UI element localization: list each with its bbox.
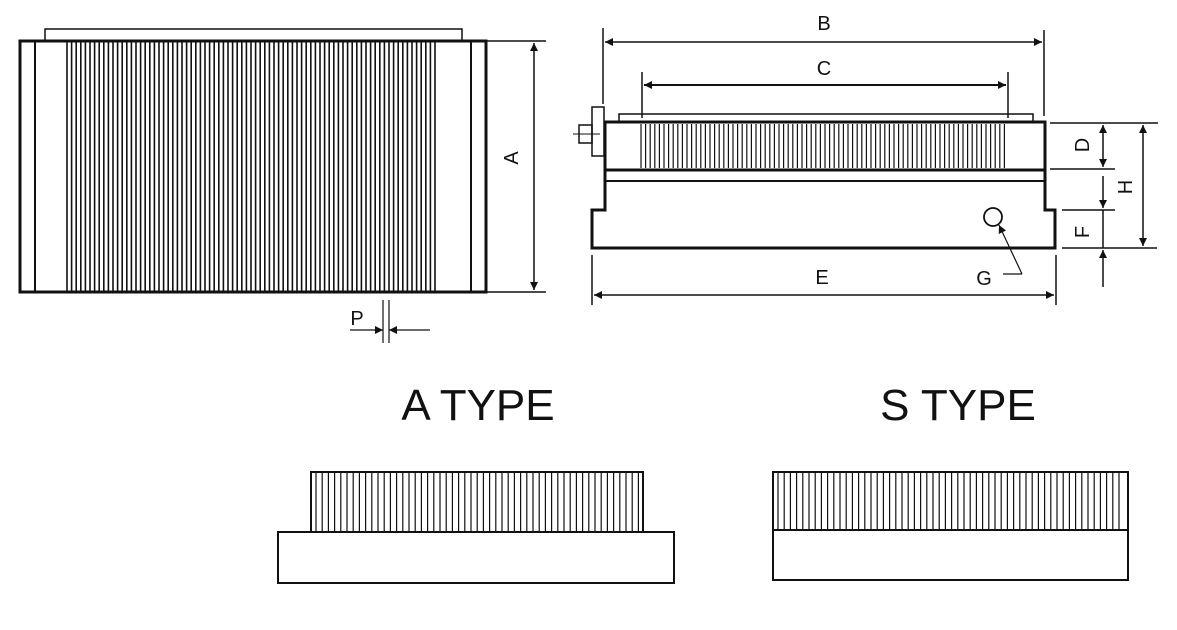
dim-g-label: G <box>976 268 992 290</box>
dim-g-leader <box>998 224 1023 275</box>
dim-f-label: F <box>1072 226 1094 238</box>
dim-d-label: D <box>1072 138 1094 152</box>
dim-b-label: B <box>817 13 830 35</box>
a-type-label: A TYPE <box>401 381 554 430</box>
dim-e-label: E <box>815 267 828 289</box>
s-type-pole-block <box>772 471 1129 531</box>
a-type-base <box>277 531 675 584</box>
a-type-hatching <box>315 473 640 531</box>
dim-c-label: C <box>817 58 831 80</box>
side-view: G B C E D H F <box>573 13 1158 305</box>
dim-p-label: P <box>350 308 363 330</box>
top-view: A P <box>18 28 546 343</box>
pole-hatching <box>66 42 436 291</box>
clamp-bolt-icon <box>591 106 605 157</box>
side-hatching <box>640 124 1006 168</box>
upper-body <box>603 120 1047 172</box>
dim-a-label: A <box>501 151 523 165</box>
s-type-base <box>772 529 1129 581</box>
chuck-body-outline <box>18 39 488 294</box>
top-plate-outline <box>44 28 463 41</box>
dim-h-label: H <box>1115 180 1137 194</box>
s-type-label: S TYPE <box>880 381 1036 430</box>
s-type-profile <box>772 471 1129 581</box>
base-outline <box>590 170 1057 250</box>
a-type-profile <box>277 471 675 584</box>
s-type-hatching <box>777 473 1120 529</box>
dim-g-hole <box>983 207 1003 227</box>
